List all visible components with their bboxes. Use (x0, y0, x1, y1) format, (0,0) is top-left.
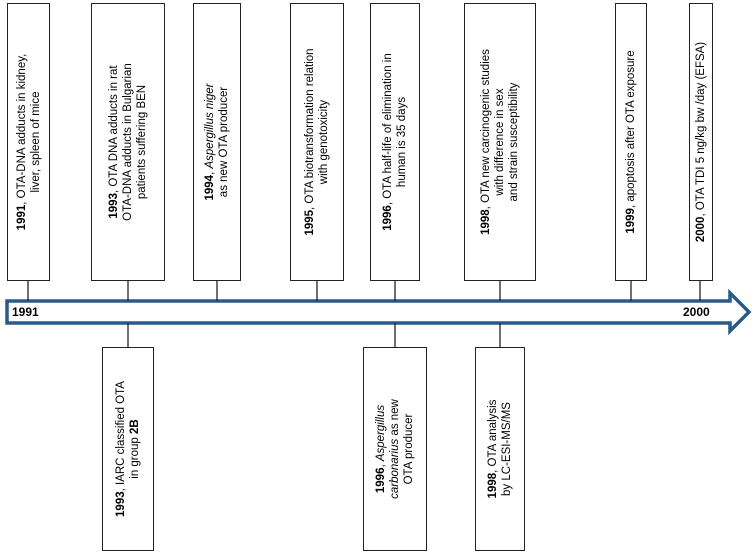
event-year: 1999 (625, 208, 637, 234)
event-year: 1993 (108, 193, 120, 219)
event-box-1993-bottom: 1993, IARC classified OTA in group 2B (102, 347, 154, 551)
event-box-1999: 1999, apoptosis after OTA exposure (615, 3, 647, 281)
event-box-1998-bottom: 1998, OTA analysis by LC-ESI-MS/MS (475, 347, 525, 551)
event-box-1993-top: 1993, OTA DNA adducts in rat OTA-DNA add… (91, 3, 165, 281)
event-box-1995: 1995, OTA biotransformation relation wit… (290, 3, 344, 281)
timeline-end-label: 2000 (683, 305, 710, 319)
event-box-2000: 2000, OTA TDI 5 ng/kg bw /day (EFSA) (689, 3, 713, 281)
event-box-1991: 1991, OTA-DNA adducts in kidney, liver, … (7, 3, 50, 281)
timeline-start-label: 1991 (12, 305, 39, 319)
event-year: 1998 (480, 209, 492, 235)
event-year: 1996 (382, 205, 394, 231)
event-year: 1998 (487, 472, 499, 499)
event-year: 1995 (304, 209, 316, 236)
timeline-arrow (5, 288, 752, 336)
event-year: 1993 (115, 491, 127, 517)
event-box-1998-top: 1998, OTA new carcinogenic studies with … (464, 3, 536, 281)
event-year: 1994 (204, 174, 216, 201)
event-box-1996-bottom: 1996, Aspergillus carbonarius as new OTA… (363, 347, 427, 551)
event-box-1994: 1994, Aspergillus niger as new OTA produ… (193, 3, 241, 281)
event-year: 1991 (15, 204, 28, 231)
event-year: 1996 (375, 467, 387, 494)
event-year: 2000 (695, 216, 707, 243)
event-box-1996-top: 1996, OTA half-life of elimination in hu… (370, 3, 420, 281)
